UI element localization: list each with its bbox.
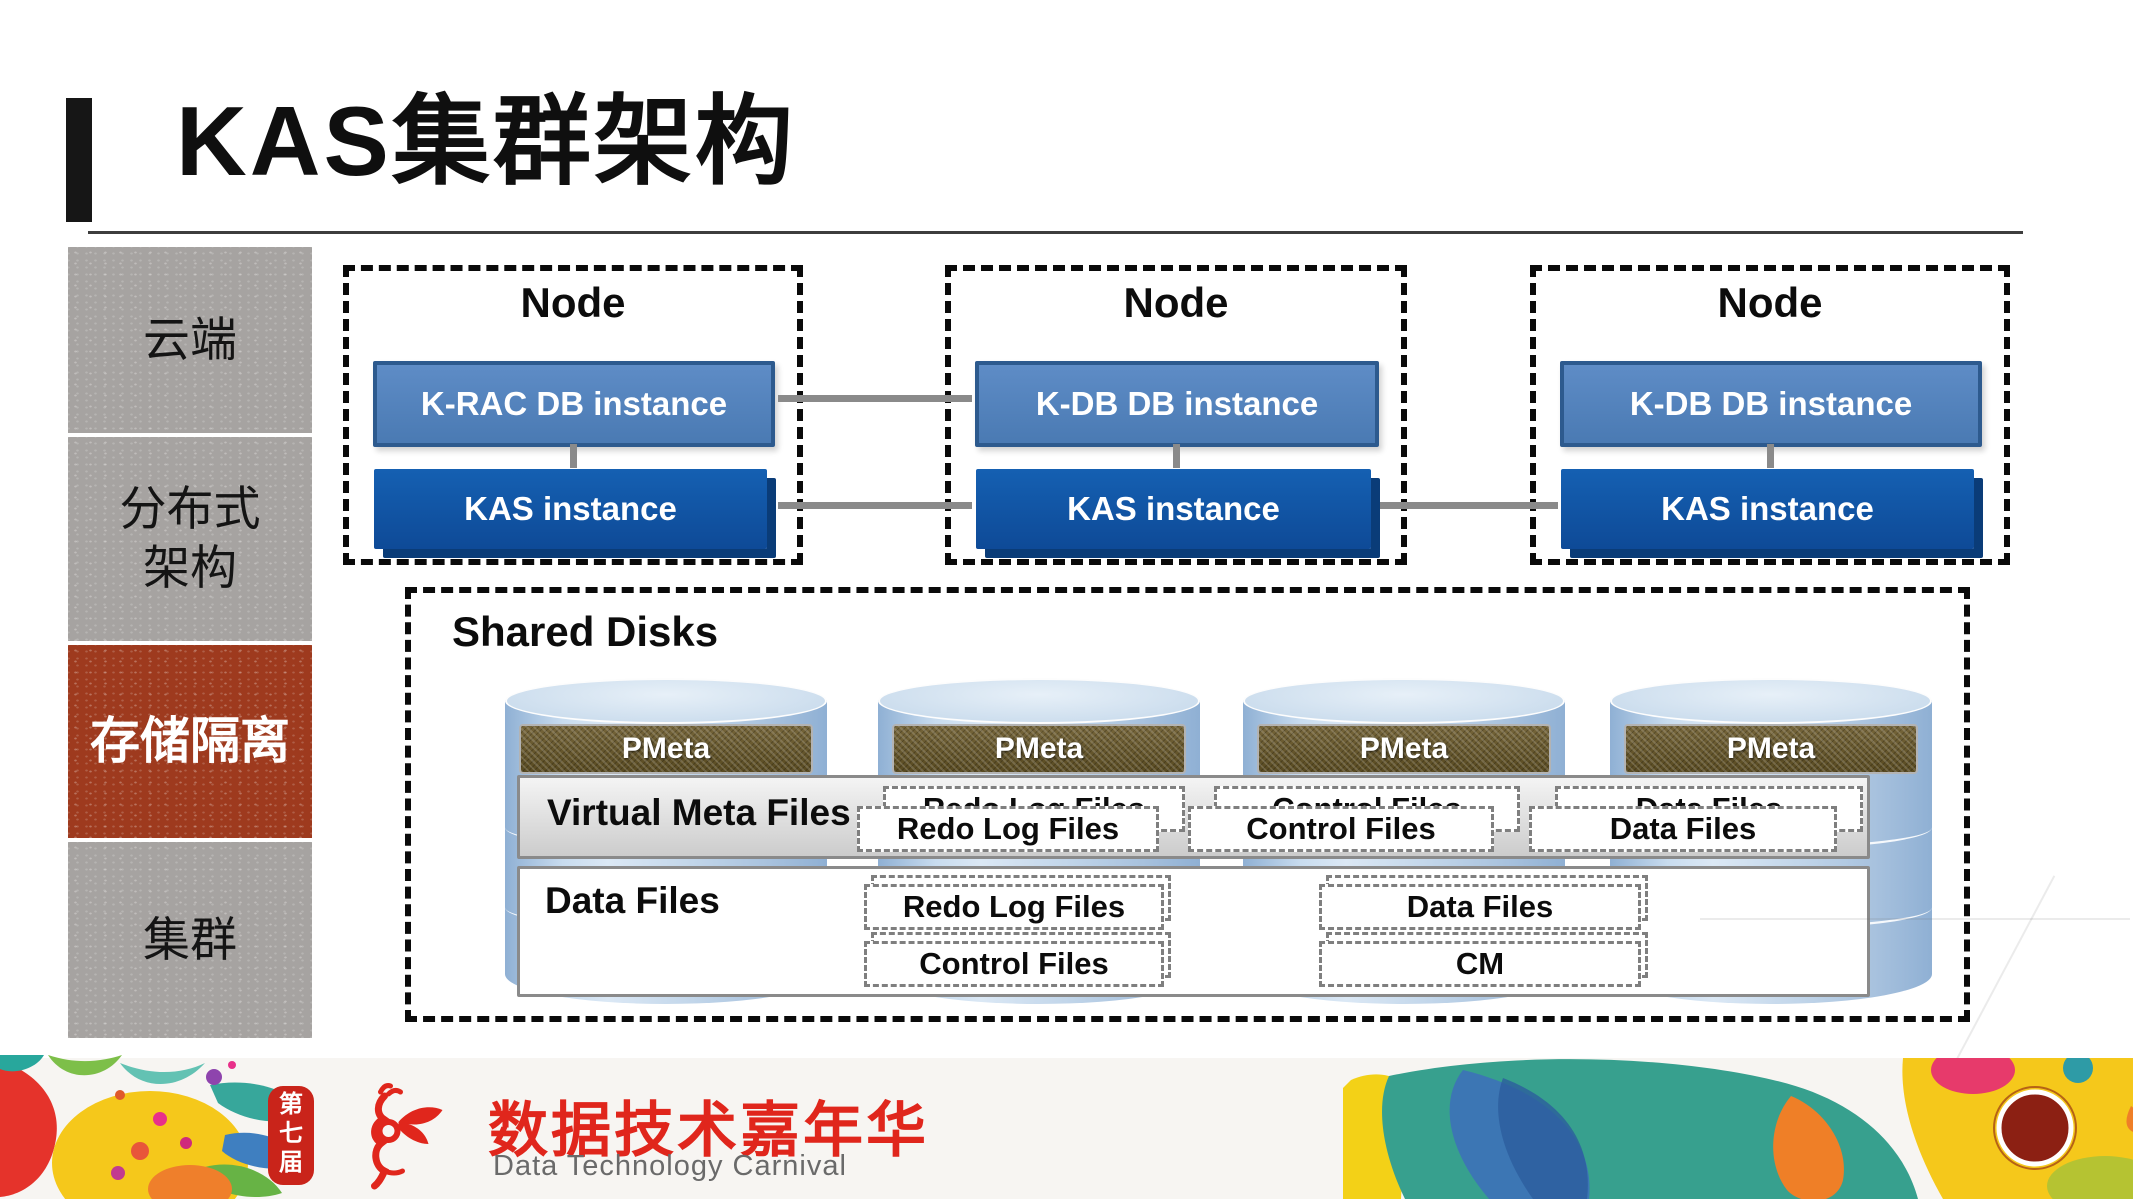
sidebar-item-label: 分布式 架构 [119, 482, 261, 594]
red-circle-badge [1996, 1089, 2074, 1167]
kas-instance-box: KAS instance [374, 469, 767, 549]
db-instance-box: K-RAC DB instance [373, 361, 775, 447]
file-box-control-files: Control Files [864, 941, 1164, 987]
sidebar-item-label: 存储隔离 [90, 713, 290, 770]
kas-instance-box: KAS instance [1561, 469, 1974, 549]
pmeta-label: PMeta [519, 724, 813, 774]
node-box-1: Node K-RAC DB instance KAS instance [343, 265, 803, 565]
node-box-3: Node K-DB DB instance KAS instance [1530, 265, 2010, 565]
pmeta-label: PMeta [1257, 724, 1551, 774]
brand-subtitle: Data Technology Carnival [493, 1150, 847, 1182]
sidebar-item-cluster: 集群 [68, 842, 312, 1038]
brand-title: 数据技术嘉年华 [488, 1097, 929, 1164]
disk-cylinder-top [1243, 678, 1565, 724]
sidebar-item-distributed: 分布式 架构 [68, 437, 312, 641]
title-accent-bar [66, 98, 92, 222]
edition-seal: 第七届 [268, 1086, 314, 1185]
disk-cylinder-top [505, 678, 827, 724]
file-box-cm: CM [1319, 941, 1641, 987]
sidebar-item-label: 集群 [143, 912, 237, 966]
node-title: Node [1123, 279, 1229, 326]
data-files-label: Data Files [545, 880, 720, 921]
connector-db-kas-node2 [1173, 444, 1180, 468]
node-title: Node [1717, 279, 1823, 326]
banner-art-right [1343, 1058, 2133, 1199]
virtual-meta-files-label: Virtual Meta Files [547, 792, 851, 833]
node-title: Node [520, 279, 626, 326]
db-instance-box: K-DB DB instance [975, 361, 1379, 447]
shared-disks-title: Shared Disks [452, 608, 719, 655]
phoenix-logo-icon [371, 1083, 443, 1190]
file-box-redo-log-files: Redo Log Files [857, 806, 1159, 852]
node-box-2: Node K-DB DB instance KAS instance [945, 265, 1407, 565]
connector-kas-node2-node3 [1380, 502, 1558, 509]
disk-cylinder-top [1610, 678, 1932, 724]
sidebar-item-storage-isolation: 存储隔离 [68, 645, 312, 838]
connector-kas-node1-node2 [778, 502, 972, 509]
file-box-data-files: Data Files [1319, 884, 1641, 930]
connector-db-kas-node3 [1767, 444, 1774, 468]
sidebar-item-cloud: 云端 [68, 247, 312, 433]
file-box-control-files: Control Files [1188, 806, 1494, 852]
file-box-data-files: Data Files [1529, 806, 1837, 852]
data-files-band [517, 866, 1870, 997]
kas-instance-box: KAS instance [976, 469, 1371, 549]
banner-art-left [0, 1055, 312, 1199]
pmeta-label: PMeta [1624, 724, 1918, 774]
scan-artifact-line [1700, 918, 2130, 920]
file-box-redo-log-files: Redo Log Files [864, 884, 1164, 930]
sidebar-item-label: 云端 [143, 312, 237, 366]
page-title: KAS集群架构 [176, 86, 796, 196]
pmeta-label: PMeta [892, 724, 1186, 774]
db-instance-box: K-DB DB instance [1560, 361, 1982, 447]
title-divider [88, 231, 2023, 234]
connector-db-node1-node2 [778, 395, 972, 402]
shared-disks-box [405, 587, 1970, 1022]
connector-db-kas-node1 [570, 444, 577, 468]
disk-cylinder-top [878, 678, 1200, 724]
